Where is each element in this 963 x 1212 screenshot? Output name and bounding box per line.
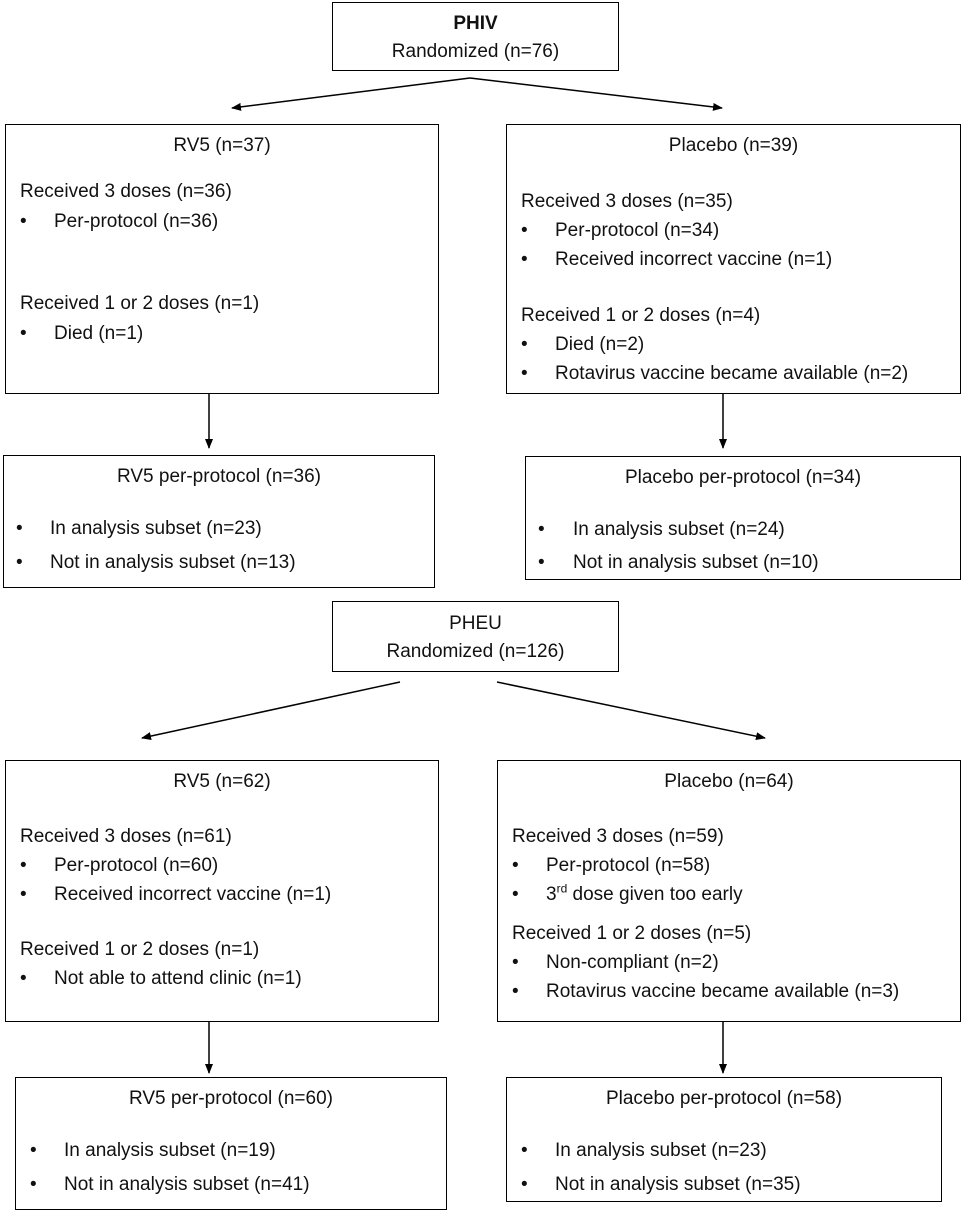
bullet-icon: • bbox=[20, 211, 27, 232]
pheu-placebo-g2-head: Received 1 or 2 doses (n=5) bbox=[512, 923, 752, 944]
pheu-title: PHEU bbox=[449, 613, 502, 634]
phiv-rv5-g1-head: Received 3 doses (n=36) bbox=[20, 181, 232, 202]
pheu-rv5-pp-box: RV5 per-protocol (n=60) • In analysis su… bbox=[15, 1077, 447, 1210]
bullet-icon: • bbox=[20, 855, 27, 876]
pheu-placebo-pp-b1: In analysis subset (n=23) bbox=[555, 1140, 767, 1161]
bullet-icon: • bbox=[521, 1174, 528, 1195]
phiv-rv5-title: RV5 (n=37) bbox=[173, 135, 271, 156]
bullet-icon: • bbox=[16, 552, 23, 573]
ordinal-number: 3 bbox=[546, 884, 557, 905]
arrow-pheu-to-rv5 bbox=[141, 681, 401, 740]
bullet-icon: • bbox=[30, 1174, 37, 1195]
pheu-randomized-box: PHEU Randomized (n=126) bbox=[332, 601, 619, 672]
pheu-rv5-g2-b1: Not able to attend clinic (n=1) bbox=[54, 968, 302, 989]
bullet-icon: • bbox=[30, 1140, 37, 1161]
phiv-rv5-box: RV5 (n=37) Received 3 doses (n=36) • Per… bbox=[5, 124, 439, 394]
bullet-icon: • bbox=[521, 1140, 528, 1161]
bullet-icon: • bbox=[512, 855, 519, 876]
phiv-rv5-pp-box: RV5 per-protocol (n=36) • In analysis su… bbox=[3, 455, 435, 588]
phiv-title: PHIV bbox=[453, 13, 498, 34]
phiv-randomized-box: PHIV Randomized (n=76) bbox=[332, 2, 619, 71]
phiv-rv5-g1-b1: Per-protocol (n=36) bbox=[54, 211, 219, 232]
phiv-rv5-g2-b1: Died (n=1) bbox=[54, 323, 144, 344]
bullet-icon: • bbox=[20, 323, 27, 344]
pheu-rv5-pp-title: RV5 per-protocol (n=60) bbox=[128, 1088, 333, 1109]
pheu-randomized: Randomized (n=126) bbox=[386, 641, 565, 662]
bullet-icon: • bbox=[512, 952, 519, 973]
pheu-placebo-g2-b2: Rotavirus vaccine became available (n=3) bbox=[546, 981, 900, 1002]
pheu-rv5-pp-b2: Not in analysis subset (n=41) bbox=[64, 1174, 310, 1195]
phiv-placebo-g1-b2: Received incorrect vaccine (n=1) bbox=[555, 249, 833, 270]
pheu-placebo-g1-head: Received 3 doses (n=59) bbox=[512, 826, 724, 847]
phiv-placebo-title: Placebo (n=39) bbox=[668, 135, 799, 156]
arrow-pheu-to-placebo bbox=[496, 681, 766, 741]
pheu-placebo-g1-b1: Per-protocol (n=58) bbox=[546, 855, 711, 876]
bullet-icon: • bbox=[16, 518, 23, 539]
pheu-rv5-pp-b1: In analysis subset (n=19) bbox=[64, 1140, 276, 1161]
phiv-placebo-box: Placebo (n=39) Received 3 doses (n=35) •… bbox=[506, 124, 961, 394]
pheu-placebo-pp-b2: Not in analysis subset (n=35) bbox=[555, 1174, 801, 1195]
bullet-icon: • bbox=[521, 249, 528, 270]
phiv-placebo-pp-b2: Not in analysis subset (n=10) bbox=[573, 552, 819, 573]
bullet-icon: • bbox=[20, 968, 27, 989]
pheu-rv5-g1-head: Received 3 doses (n=61) bbox=[20, 826, 232, 847]
bullet-icon: • bbox=[521, 363, 528, 384]
bullet-icon: • bbox=[20, 884, 27, 905]
bullet-icon: • bbox=[538, 552, 545, 573]
phiv-placebo-g1-b1: Per-protocol (n=34) bbox=[555, 220, 720, 241]
bullet-icon: • bbox=[538, 519, 545, 540]
pheu-placebo-g1-b2: 3rd dose given too early bbox=[546, 881, 743, 906]
phiv-placebo-g2-b2: Rotavirus vaccine became available (n=2) bbox=[555, 363, 909, 384]
pheu-placebo-pp-title: Placebo per-protocol (n=58) bbox=[605, 1088, 843, 1109]
pheu-placebo-g2-b1: Non-compliant (n=2) bbox=[546, 952, 719, 973]
bullet-icon: • bbox=[512, 981, 519, 1002]
phiv-rv5-pp-title: RV5 per-protocol (n=36) bbox=[116, 466, 321, 487]
phiv-placebo-g1-head: Received 3 doses (n=35) bbox=[521, 191, 733, 212]
phiv-placebo-g2-b1: Died (n=2) bbox=[555, 334, 645, 355]
bullet-icon: • bbox=[521, 220, 528, 241]
phiv-rv5-pp-b2: Not in analysis subset (n=13) bbox=[50, 552, 296, 573]
arrow-phiv-to-rv5 bbox=[231, 77, 471, 111]
pheu-placebo-title: Placebo (n=64) bbox=[664, 771, 794, 792]
pheu-rv5-box: RV5 (n=62) Received 3 doses (n=61) • Per… bbox=[5, 760, 439, 1022]
ordinal-suffix: rd bbox=[556, 881, 568, 896]
phiv-rv5-g2-head: Received 1 or 2 doses (n=1) bbox=[20, 293, 260, 314]
pheu-rv5-g2-head: Received 1 or 2 doses (n=1) bbox=[20, 939, 260, 960]
phiv-rv5-pp-b1: In analysis subset (n=23) bbox=[50, 518, 262, 539]
pheu-placebo-pp-box: Placebo per-protocol (n=58) • In analysi… bbox=[506, 1077, 942, 1202]
phiv-placebo-pp-b1: In analysis subset (n=24) bbox=[573, 519, 785, 540]
phiv-placebo-pp-box: Placebo per-protocol (n=34) • In analysi… bbox=[525, 456, 961, 580]
pheu-rv5-title: RV5 (n=62) bbox=[173, 771, 271, 792]
pheu-placebo-box: Placebo (n=64) Received 3 doses (n=59) •… bbox=[497, 760, 961, 1022]
phiv-placebo-g2-head: Received 1 or 2 doses (n=4) bbox=[521, 305, 761, 326]
pheu-rv5-g1-b1: Per-protocol (n=60) bbox=[54, 855, 219, 876]
bullet-icon: • bbox=[521, 334, 528, 355]
dose-text: dose given too early bbox=[567, 884, 743, 905]
bullet-icon: • bbox=[512, 884, 519, 905]
phiv-randomized: Randomized (n=76) bbox=[391, 41, 560, 62]
phiv-placebo-pp-title: Placebo per-protocol (n=34) bbox=[624, 467, 862, 488]
pheu-rv5-g1-b2: Received incorrect vaccine (n=1) bbox=[54, 884, 332, 905]
arrow-phiv-to-placebo bbox=[469, 77, 723, 111]
